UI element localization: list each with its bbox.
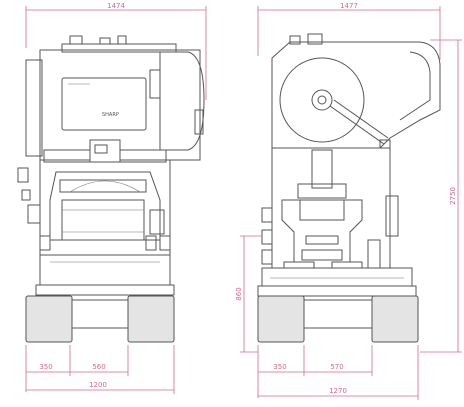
side-view-dimensions: 1477 2750 860 350 570 1270 — [235, 2, 462, 400]
front-bed — [39, 254, 171, 290]
side-rear-foot — [371, 295, 419, 343]
front-left-cover — [25, 59, 43, 157]
side-column — [271, 147, 391, 269]
side-foot-gap-dimension: 570 — [330, 363, 343, 371]
front-base-width-dimension: 1200 — [89, 381, 107, 389]
front-foot-offset-dimension: 350 — [39, 363, 52, 371]
front-view: SHARP — [17, 35, 205, 343]
side-base-depth-dimension: 1270 — [329, 387, 347, 395]
side-connecting-rod — [311, 149, 333, 189]
side-flywheel — [279, 57, 365, 143]
front-flywheel-cover — [159, 51, 205, 151]
side-foot-offset-dimension: 350 — [273, 363, 286, 371]
side-depth-dimension: 1477 — [340, 2, 358, 10]
front-right-foot — [127, 295, 175, 343]
side-upper-frame — [271, 41, 441, 149]
front-nameplate: SHARP — [102, 112, 119, 118]
side-view — [257, 33, 441, 343]
side-slide — [299, 199, 345, 221]
front-view-dimensions: 1474 350 560 1200 — [25, 2, 207, 394]
front-access-panel — [61, 77, 147, 131]
side-bed-height-dimension: 860 — [235, 287, 243, 300]
side-drive-rod — [329, 105, 385, 145]
front-left-foot — [25, 295, 73, 343]
side-height-dimension: 2750 — [449, 187, 457, 205]
side-front-foot — [257, 295, 305, 343]
front-width-dimension: 1474 — [107, 2, 125, 10]
side-flywheel-hub — [311, 89, 333, 111]
front-foot-gap-dimension: 560 — [92, 363, 105, 371]
front-bolster — [61, 199, 145, 241]
